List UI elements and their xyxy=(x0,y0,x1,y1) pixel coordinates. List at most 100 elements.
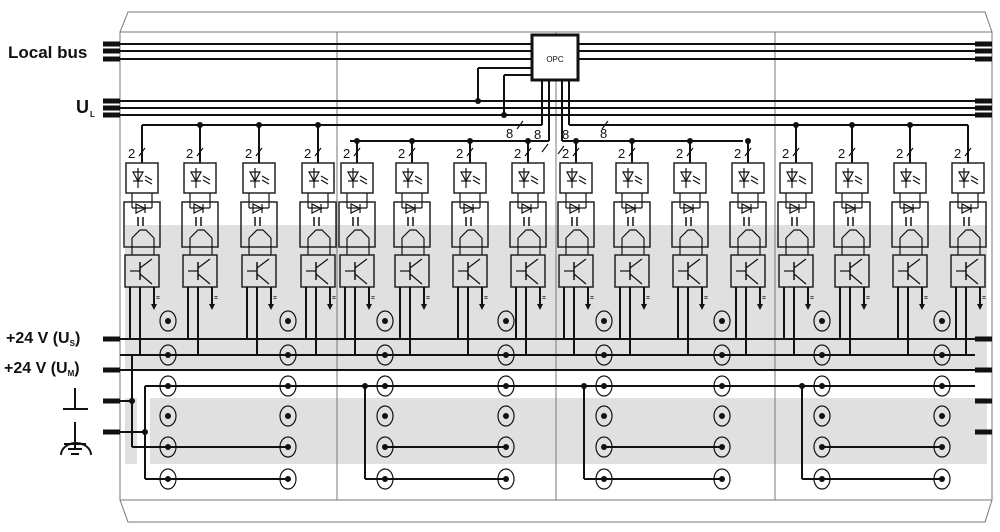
light-ray xyxy=(472,179,481,185)
channel-10: 2⌗ xyxy=(613,138,651,355)
bus-width-label: 2 xyxy=(128,146,135,161)
ul-connector xyxy=(975,105,992,111)
led-indicator-box xyxy=(835,162,869,194)
output-transistor-box xyxy=(558,254,594,288)
bus-width-slash xyxy=(516,120,524,130)
output-terminal xyxy=(497,436,515,458)
bus-width-slash xyxy=(572,147,580,157)
junction-dot xyxy=(939,318,945,324)
short-circuit-symbol: ⌗ xyxy=(371,295,375,302)
short-circuit-symbol: ⌗ xyxy=(426,295,430,302)
channel-7: 2⌗ xyxy=(451,138,489,355)
power-connector xyxy=(103,429,120,435)
diode-icon xyxy=(683,203,695,214)
output-terminal xyxy=(595,375,613,397)
phototransistor-icon xyxy=(621,229,645,239)
ul-connector xyxy=(103,112,120,118)
opc-label: OPC xyxy=(546,55,564,64)
led-indicator-box xyxy=(183,162,217,194)
output-arrow xyxy=(537,304,543,310)
diode-icon xyxy=(193,203,205,214)
junction-dot xyxy=(819,383,825,389)
junction-dot xyxy=(629,138,635,144)
transistor-icon xyxy=(315,258,329,269)
output-terminal xyxy=(813,375,831,397)
bus-width-label: 2 xyxy=(186,146,193,161)
phototransistor-icon xyxy=(131,229,155,239)
protective-earth-icon xyxy=(60,422,92,456)
phototransistor-icon xyxy=(899,229,923,239)
junction-dot xyxy=(315,122,321,128)
channels: 2⌗2⌗2⌗2⌗2⌗2⌗2⌗2⌗2⌗2⌗2⌗2⌗2⌗2⌗2⌗2⌗ xyxy=(123,122,987,355)
output-terminal xyxy=(279,375,297,397)
junction-dot xyxy=(467,138,473,144)
junction-dot xyxy=(142,429,148,435)
ul-connector xyxy=(975,98,992,104)
output-terminal xyxy=(279,468,297,490)
output-arrow xyxy=(479,304,485,310)
junction-dot xyxy=(719,413,725,419)
junction-dot xyxy=(354,138,360,144)
junction-dot xyxy=(503,318,509,324)
led-indicator-box xyxy=(615,162,649,194)
light-ray xyxy=(854,175,863,181)
junction-dot xyxy=(525,138,531,144)
junction-dot xyxy=(939,444,945,450)
power-connector xyxy=(975,367,992,373)
short-circuit-symbol: ⌗ xyxy=(704,295,708,302)
power-connector xyxy=(103,367,120,373)
junction-dot xyxy=(745,138,751,144)
output-terminal xyxy=(279,436,297,458)
output-arrow xyxy=(641,304,647,310)
short-circuit-symbol: ⌗ xyxy=(590,295,594,302)
bus-width-slash xyxy=(792,147,800,157)
junction-dot xyxy=(503,444,509,450)
output-terminal xyxy=(933,375,951,397)
power-connector xyxy=(975,429,992,435)
ul-connector xyxy=(975,112,992,118)
output-arrow xyxy=(421,304,427,310)
ul-label: U L xyxy=(76,97,95,119)
bus-width-slash xyxy=(255,147,263,157)
bus-width-label: 8 xyxy=(506,126,513,141)
bus-width-label: 2 xyxy=(618,146,625,161)
junction-dot xyxy=(382,413,388,419)
short-circuit-symbol: ⌗ xyxy=(924,295,928,302)
svg-text:U: U xyxy=(76,97,89,117)
channel-13: 2⌗ xyxy=(777,122,815,355)
junction-dot xyxy=(601,383,607,389)
light-ray xyxy=(912,175,921,181)
junction-dot xyxy=(382,444,388,450)
output-terminal xyxy=(933,344,951,366)
light-ray xyxy=(798,175,807,181)
short-circuit-symbol: ⌗ xyxy=(484,295,488,302)
output-arrow xyxy=(699,304,705,310)
light-ray xyxy=(692,179,701,185)
junction-dot xyxy=(503,383,509,389)
junction-dot xyxy=(165,476,171,482)
output-terminal xyxy=(376,344,394,366)
output-terminal xyxy=(595,310,613,332)
bus-width-label: 2 xyxy=(456,146,463,161)
light-ray xyxy=(414,175,423,181)
light-ray xyxy=(261,179,270,185)
junction-dot xyxy=(601,413,607,419)
junction-dot xyxy=(601,444,607,450)
light-ray xyxy=(320,175,329,181)
junction-dot xyxy=(503,413,509,419)
junction-dot xyxy=(382,318,388,324)
light-ray xyxy=(634,179,643,185)
bus-width-label: 2 xyxy=(304,146,311,161)
bus-width-label: 2 xyxy=(838,146,845,161)
transistor-icon xyxy=(629,258,643,269)
local-bus-label: Local bus xyxy=(8,43,87,62)
local-bus-connector xyxy=(975,56,992,62)
light-ray xyxy=(472,175,481,181)
optocoupler-box xyxy=(338,201,376,248)
bus-width-slash xyxy=(138,147,146,157)
short-circuit-symbol: ⌗ xyxy=(762,295,766,302)
diode-icon xyxy=(521,203,533,214)
transistor-icon xyxy=(965,258,979,269)
led-indicator-box xyxy=(731,162,765,194)
junction-dot xyxy=(719,318,725,324)
